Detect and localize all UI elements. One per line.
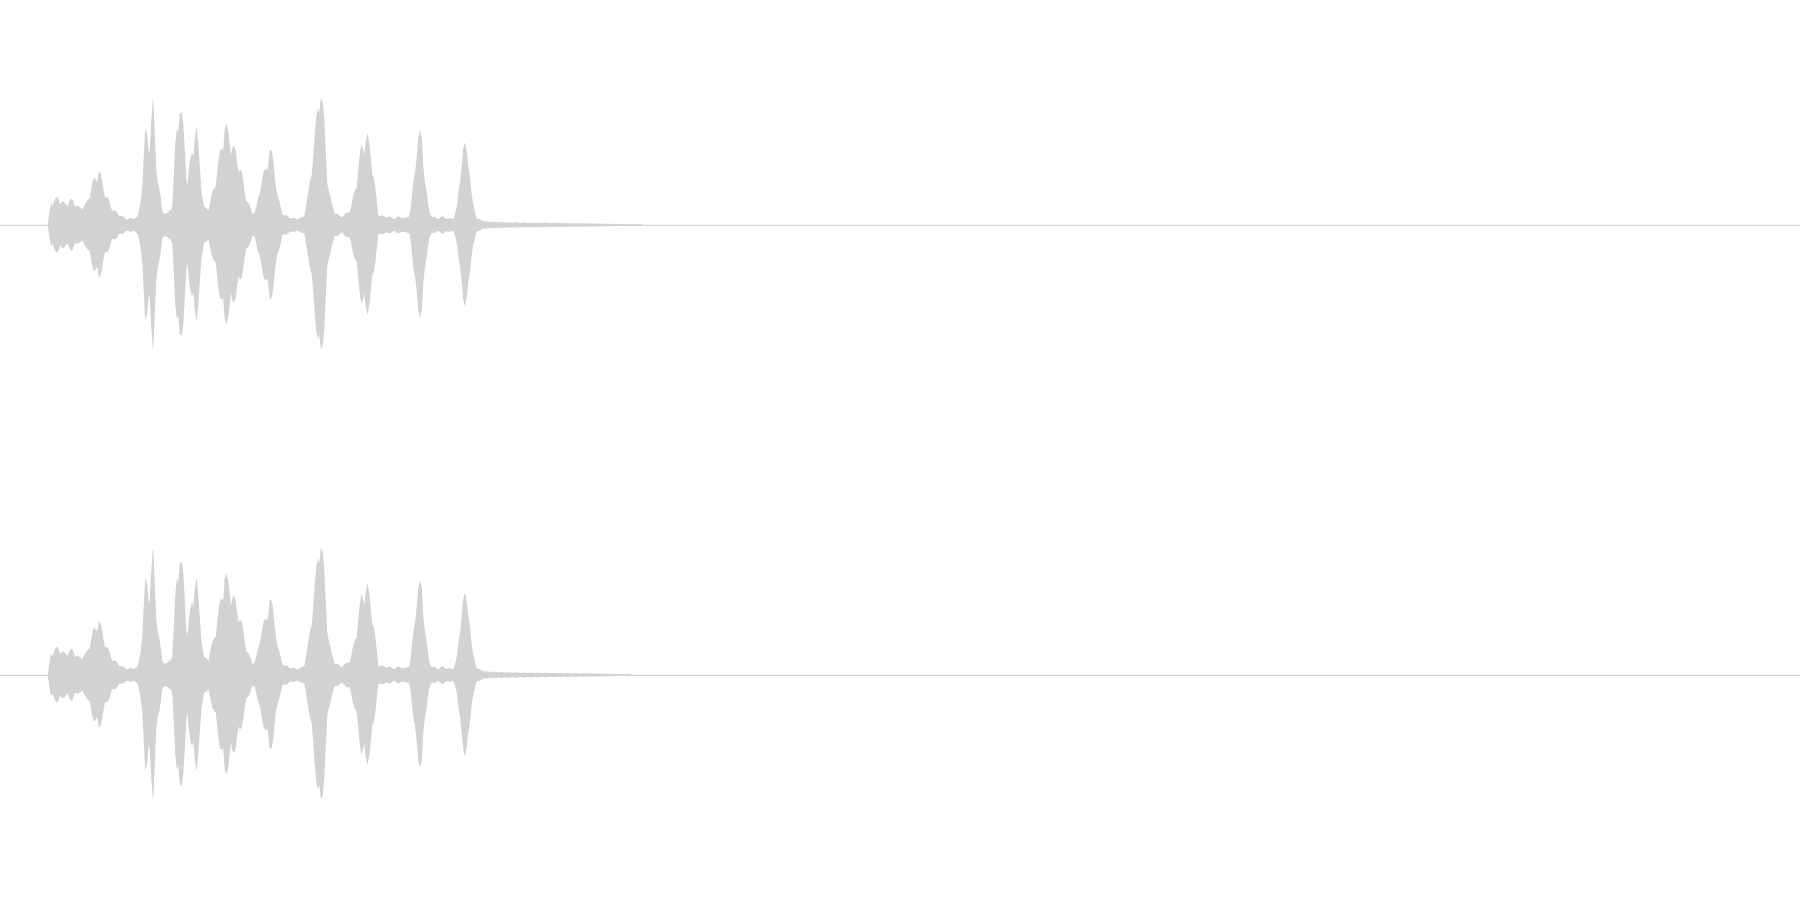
channel-left-waveform (0, 98, 1800, 349)
channel-left[interactable] (0, 0, 1800, 450)
channel-left-waveform-svg (0, 98, 1800, 349)
channel-right[interactable] (0, 450, 1800, 900)
channel-right-waveform-svg (0, 548, 1800, 799)
channel-right-waveform (0, 548, 1800, 799)
